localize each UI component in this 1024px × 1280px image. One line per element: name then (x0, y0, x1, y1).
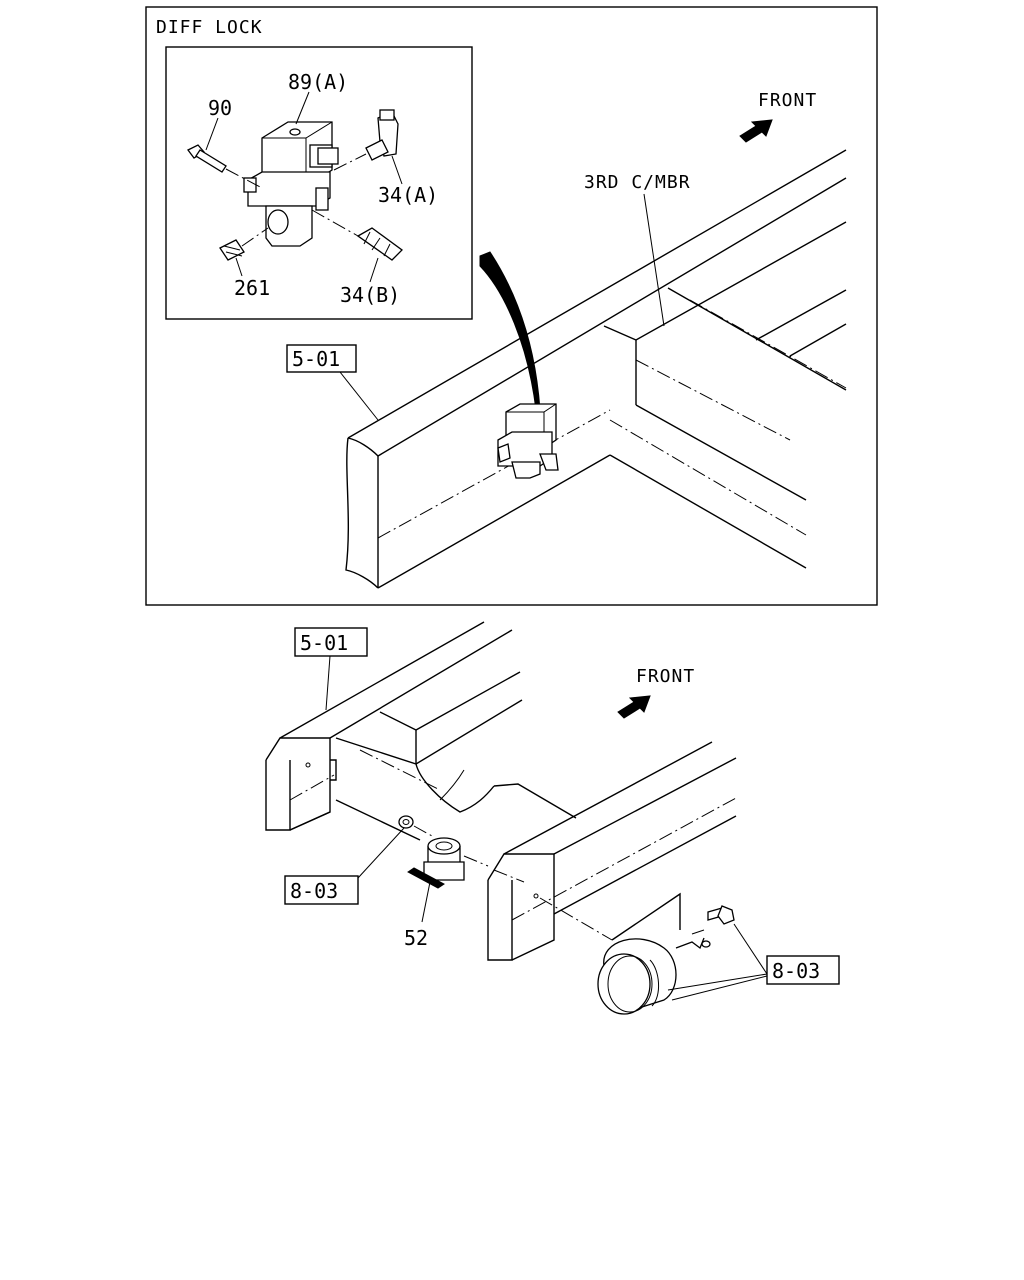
ref-box-501-bottom (294, 627, 368, 657)
label-89a: 89(A) (288, 70, 348, 94)
label-34b: 34(B) (340, 283, 400, 307)
solenoid-valve-installed-icon (497, 403, 559, 479)
frame-rail-right (487, 741, 737, 961)
label-34a: 34(A) (378, 183, 438, 207)
third-cross-member-label: 3RD C/MBR (584, 172, 691, 193)
detail-pointer (479, 251, 541, 411)
front-arrow-bottom-icon (617, 695, 651, 719)
nut-icon (398, 815, 433, 837)
front-label-bottom: FRONT (636, 666, 695, 687)
bolt-right-icon (707, 905, 735, 925)
ref-box-803-right (766, 955, 840, 985)
elbow-fitting-icon (333, 109, 399, 171)
bolt-icon (187, 144, 263, 189)
ref-box-803-left (284, 875, 359, 905)
label-90: 90 (208, 96, 232, 120)
label-261: 261 (234, 276, 270, 300)
speed-sensor-icon (407, 837, 489, 889)
panel-title: DIFF LOCK (156, 17, 263, 38)
solenoid-valve-icon (243, 121, 339, 247)
ref-501-top: 5-01 (292, 347, 340, 371)
frame-rail-left (265, 621, 513, 831)
plug-icon (219, 227, 269, 261)
ref-501-bottom: 5-01 (300, 631, 348, 655)
straight-fitting-icon (311, 209, 403, 261)
label-52: 52 (404, 926, 428, 950)
brake-chamber-icon (597, 892, 711, 1015)
front-label-top: FRONT (758, 90, 817, 111)
ref-803-right: 8-03 (772, 959, 820, 983)
diff-lock-panel (145, 6, 878, 606)
ref-box-501-top (286, 344, 357, 373)
cross-member (335, 671, 577, 841)
ref-803-left: 8-03 (290, 879, 338, 903)
detail-inset-box (165, 46, 473, 320)
front-arrow-icon (739, 119, 773, 143)
frame-rail-top (345, 149, 847, 589)
